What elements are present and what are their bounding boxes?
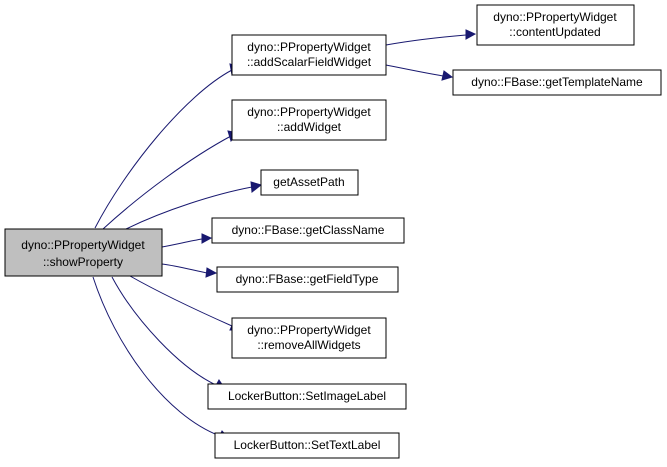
node-label-line: dyno::PPropertyWidget bbox=[493, 10, 617, 24]
node-label-line: dyno::PPropertyWidget bbox=[247, 40, 371, 54]
node-label-line: ::contentUpdated bbox=[509, 25, 600, 39]
node-label-line: ::removeAllWidgets bbox=[257, 338, 360, 352]
edge-root-to-addwidget bbox=[102, 130, 239, 230]
node-label-line: dyno::PPropertyWidget bbox=[247, 323, 371, 337]
node-label-line: ::showProperty bbox=[43, 255, 123, 269]
node-get-asset-path[interactable]: getAssetPath bbox=[260, 169, 359, 196]
node-label-line: dyno::FBase::getTemplateName bbox=[471, 75, 643, 89]
node-set-image-label[interactable]: LockerButton::SetImageLabel bbox=[207, 383, 407, 410]
node-get-template-name[interactable]: dyno::FBase::getTemplateName bbox=[452, 69, 662, 96]
node-add-scalar-field-widget[interactable]: dyno::PPropertyWidget ::addScalarFieldWi… bbox=[231, 34, 387, 76]
node-label-line: LockerButton::SetImageLabel bbox=[228, 389, 386, 403]
edge-root-to-getasset bbox=[125, 181, 263, 230]
node-label-line: dyno::FBase::getFieldType bbox=[236, 272, 379, 286]
node-label-line: ::addWidget bbox=[277, 120, 342, 134]
node-add-widget[interactable]: dyno::PPropertyWidget ::addWidget bbox=[231, 99, 387, 141]
edge-root-to-getfield bbox=[161, 263, 218, 278]
node-content-updated[interactable]: dyno::PPropertyWidget ::contentUpdated bbox=[476, 4, 635, 46]
node-label-line: LockerButton::SetTextLabel bbox=[234, 438, 381, 452]
edge-root-to-settext bbox=[92, 276, 231, 441]
edge-addscalar-to-template bbox=[385, 64, 454, 81]
node-show-property[interactable]: dyno::PPropertyWidget ::showProperty bbox=[4, 228, 163, 277]
node-label-line: ::addScalarFieldWidget bbox=[247, 55, 372, 69]
node-label-line: dyno::PPropertyWidget bbox=[247, 105, 371, 119]
edge-root-to-getclass bbox=[161, 233, 213, 248]
edge-root-to-addscalar bbox=[94, 63, 241, 229]
node-get-field-type[interactable]: dyno::FBase::getFieldType bbox=[216, 266, 399, 293]
node-label-line: dyno::PPropertyWidget bbox=[21, 238, 145, 252]
node-get-class-name[interactable]: dyno::FBase::getClassName bbox=[211, 217, 405, 244]
node-remove-all-widgets[interactable]: dyno::PPropertyWidget ::removeAllWidgets bbox=[231, 317, 387, 359]
node-set-text-label[interactable]: LockerButton::SetTextLabel bbox=[214, 432, 400, 459]
node-label-line: dyno::FBase::getClassName bbox=[232, 223, 385, 237]
edge-root-to-setimage bbox=[111, 276, 226, 390]
node-label-line: getAssetPath bbox=[273, 175, 344, 189]
edge-addscalar-to-content bbox=[385, 29, 477, 46]
